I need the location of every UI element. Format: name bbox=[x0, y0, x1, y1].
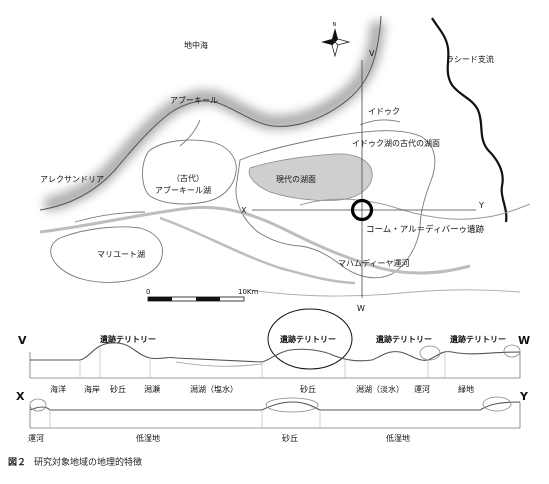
territory-label-1: 遺跡テリトリー bbox=[99, 334, 156, 344]
profile-vw-end-left: V bbox=[18, 334, 27, 347]
figure-caption: 図２ 研究対象地域の地理的特徴 bbox=[8, 455, 142, 468]
mariout-lake bbox=[50, 226, 163, 283]
territory-label-center: 遺跡テリトリー bbox=[279, 334, 336, 344]
label-alexandria: アレクサンドリア bbox=[40, 175, 104, 184]
label-mariout-lake: マリユート湖 bbox=[97, 250, 145, 259]
map-axis-y: Y bbox=[478, 201, 484, 210]
map-axis-v: V bbox=[369, 49, 375, 58]
xy-zone-2: 砂丘 bbox=[282, 433, 298, 443]
label-mediterranean: 地中海 bbox=[184, 40, 208, 50]
vw-canal-mark bbox=[419, 345, 441, 361]
rashid-branch-river bbox=[431, 17, 508, 223]
channel-north bbox=[179, 119, 201, 147]
label-ancient-abu-qir-1: （古代） bbox=[172, 173, 204, 183]
profile-xy-end-right: Y bbox=[519, 390, 529, 403]
xy-canal-mark bbox=[29, 398, 47, 412]
coast-shading bbox=[43, 21, 385, 212]
idku-ancient-lake bbox=[235, 130, 436, 279]
territory-label-4: 遺跡テリトリー bbox=[449, 334, 506, 344]
profile-xy-surface bbox=[29, 401, 521, 411]
label-mahmudiya-canal: マハムディーヤ運河 bbox=[338, 258, 409, 268]
profile-vw-water bbox=[175, 361, 263, 367]
profile-vw-end-right: W bbox=[518, 334, 530, 347]
xy-dune-mark bbox=[265, 397, 319, 413]
xy-zone-separators bbox=[49, 410, 321, 428]
vw-zone-4: 潟湖（塩水） bbox=[190, 384, 238, 394]
vw-zone-0: 海洋 bbox=[50, 384, 66, 394]
label-modern-lake: 現代の湖面 bbox=[276, 174, 316, 184]
scale-end: 10Km bbox=[238, 288, 258, 296]
vw-zone-8: 緑地 bbox=[458, 384, 474, 394]
label-idku: イドゥク bbox=[368, 107, 400, 116]
vw-zone-3: 潟瀬 bbox=[144, 384, 160, 394]
vw-zone-separators bbox=[79, 348, 446, 378]
mahmudiya-canal bbox=[39, 205, 471, 275]
vw-zone-7: 運河 bbox=[414, 384, 430, 394]
map-axis-w: W bbox=[357, 304, 365, 313]
vw-zone-5: 砂丘 bbox=[300, 384, 316, 394]
xy-zone-3: 低湿地 bbox=[386, 433, 410, 443]
delta-outline bbox=[299, 198, 531, 220]
xy-zone-0: 運河 bbox=[28, 433, 44, 443]
map: N 0 10Km 地中海 ラシード支流 アブーキール イドゥク イドゥク湖の古代… bbox=[39, 15, 531, 313]
ancient-abu-qir-lake bbox=[142, 139, 237, 205]
profile-vw: V W 遺跡テリトリー 遺跡テリトリー 遺跡テリトリー 遺跡テリトリー 海洋 海… bbox=[18, 334, 530, 394]
label-ancient-abu-qir-2: アブーキール湖 bbox=[155, 185, 211, 195]
compass-rose-icon: N bbox=[321, 22, 351, 58]
scale-start: 0 bbox=[146, 288, 150, 296]
profile-vw-surface bbox=[30, 342, 521, 363]
label-rashid-branch: ラシード支流 bbox=[446, 54, 494, 64]
site-territory-highlight bbox=[267, 308, 353, 370]
channel-west bbox=[74, 211, 146, 223]
delta-south bbox=[249, 289, 521, 297]
vw-end-mark bbox=[503, 344, 521, 358]
compass-n: N bbox=[333, 22, 337, 28]
label-abu-qir: アブーキール bbox=[170, 95, 218, 105]
lake-outlines bbox=[50, 119, 436, 283]
vw-zone-6: 潟湖（淡水） bbox=[356, 384, 404, 394]
label-idku-old-lake: イドゥク湖の古代の湖面 bbox=[352, 138, 440, 148]
site-marker bbox=[350, 198, 374, 222]
xy-end-mark bbox=[482, 396, 512, 412]
modern-lake bbox=[248, 153, 373, 201]
map-axis-x: X bbox=[241, 206, 247, 215]
figure-caption-text: 研究対象地域の地理的特徴 bbox=[34, 458, 143, 468]
profile-xy-end-left: X bbox=[16, 390, 25, 403]
figure-number: 図２ bbox=[8, 458, 27, 468]
label-site: コーム・アル＝ディバーゥ遺跡 bbox=[366, 224, 485, 235]
coastline bbox=[39, 15, 382, 211]
xy-zone-1: 低湿地 bbox=[136, 433, 160, 443]
scale-bar: 0 10Km bbox=[146, 288, 258, 302]
profile-xy: X Y 運河 低湿地 砂丘 低湿地 bbox=[16, 390, 529, 443]
canal-secondary bbox=[159, 216, 356, 285]
vw-zone-1: 海岸 bbox=[84, 384, 100, 394]
territory-label-3: 遺跡テリトリー bbox=[375, 334, 432, 344]
vw-zone-2: 砂丘 bbox=[110, 384, 126, 394]
idku-sub bbox=[359, 119, 401, 126]
